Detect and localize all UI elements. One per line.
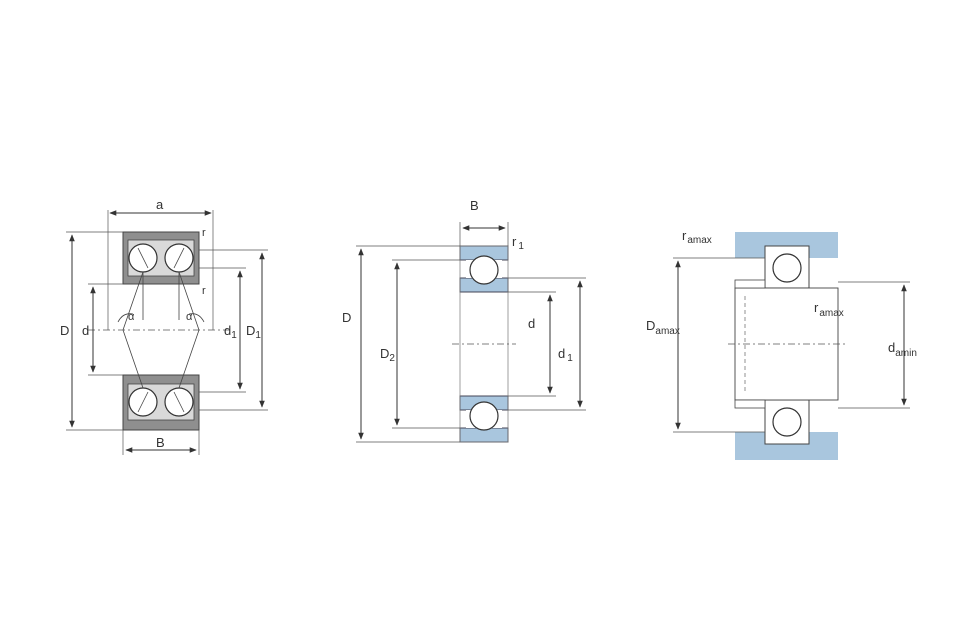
label-D1: D1: [246, 323, 261, 341]
label-ramax-mid: ramax: [814, 300, 844, 319]
ball-bottom: [469, 401, 499, 431]
label-B: B: [470, 198, 479, 213]
label-d1: d1: [224, 323, 237, 341]
diagram-mounting: ramax ramax Damax damin: [646, 228, 917, 460]
ball-top: [772, 253, 802, 283]
label-r-mid: r: [202, 285, 206, 297]
label-r-top: r: [202, 227, 206, 239]
label-d: d: [528, 316, 535, 331]
label-alpha-right: α: [186, 311, 193, 323]
label-D: D: [342, 310, 351, 325]
ball-bottom: [772, 407, 802, 437]
label-damin: damin: [888, 340, 917, 359]
ball-top: [469, 255, 499, 285]
label-ramax-top: ramax: [682, 228, 712, 246]
label-d: d: [82, 323, 89, 338]
label-B: B: [156, 435, 165, 450]
label-alpha-left: α: [128, 311, 135, 323]
label-D2: D2: [380, 346, 395, 364]
label-Damax: Damax: [646, 318, 680, 337]
diagram-double-row-angular: a r r D d α α d1 D1 B: [60, 197, 268, 455]
label-a: a: [156, 197, 164, 212]
label-D: D: [60, 323, 69, 338]
